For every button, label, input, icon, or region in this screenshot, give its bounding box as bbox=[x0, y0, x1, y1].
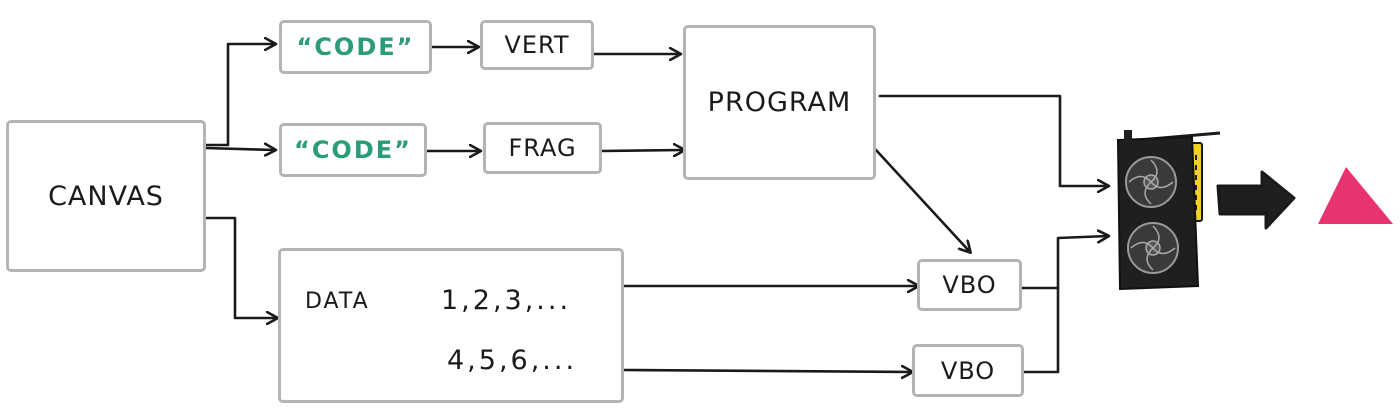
arrow-program-to-vbo bbox=[874, 148, 970, 252]
arrow-canvas-to-code-vert bbox=[203, 44, 275, 147]
code-vert-label: “CODE” bbox=[296, 33, 415, 61]
graphics-card-icon bbox=[1116, 130, 1221, 291]
data-row-2: 4,5,6,... bbox=[447, 345, 578, 376]
arrow-frag-to-program bbox=[600, 150, 684, 151]
arrow-canvas-to-data bbox=[205, 216, 277, 318]
canvas-box: CANVAS bbox=[6, 120, 206, 272]
vbo-bottom-label: VBO bbox=[940, 356, 996, 385]
triangle-icon bbox=[1318, 167, 1393, 224]
data-box: DATA 1,2,3,... 4,5,6,... bbox=[278, 248, 624, 403]
vbo-top-box: VBO bbox=[917, 259, 1022, 311]
program-box: PROGRAM bbox=[683, 25, 876, 180]
frag-shader-box: FRAG bbox=[483, 122, 602, 174]
frag-label: FRAG bbox=[508, 134, 577, 162]
code-frag-box: “CODE” bbox=[279, 123, 427, 177]
data-label: DATA bbox=[305, 289, 370, 314]
canvas-label: CANVAS bbox=[48, 180, 164, 212]
vbo-top-label: VBO bbox=[942, 271, 997, 299]
program-label: PROGRAM bbox=[707, 87, 852, 118]
arrow-program-to-gpu bbox=[878, 94, 1108, 186]
arrow-canvas-to-code-frag bbox=[203, 148, 275, 150]
arrow-vbo-top-to-gpu bbox=[1020, 236, 1108, 290]
code-vert-box: “CODE” bbox=[279, 20, 432, 74]
data-row-1: 1,2,3,... bbox=[441, 285, 572, 316]
arrow-data-to-vbo-bottom bbox=[622, 370, 912, 372]
vert-shader-box: VERT bbox=[480, 20, 594, 70]
vert-label: VERT bbox=[504, 31, 570, 59]
output-arrow-icon bbox=[1216, 170, 1296, 230]
code-frag-label: “CODE” bbox=[294, 136, 412, 164]
vbo-bottom-box: VBO bbox=[912, 344, 1024, 397]
arrow-vbo-bottom-to-gpu bbox=[1022, 286, 1060, 374]
